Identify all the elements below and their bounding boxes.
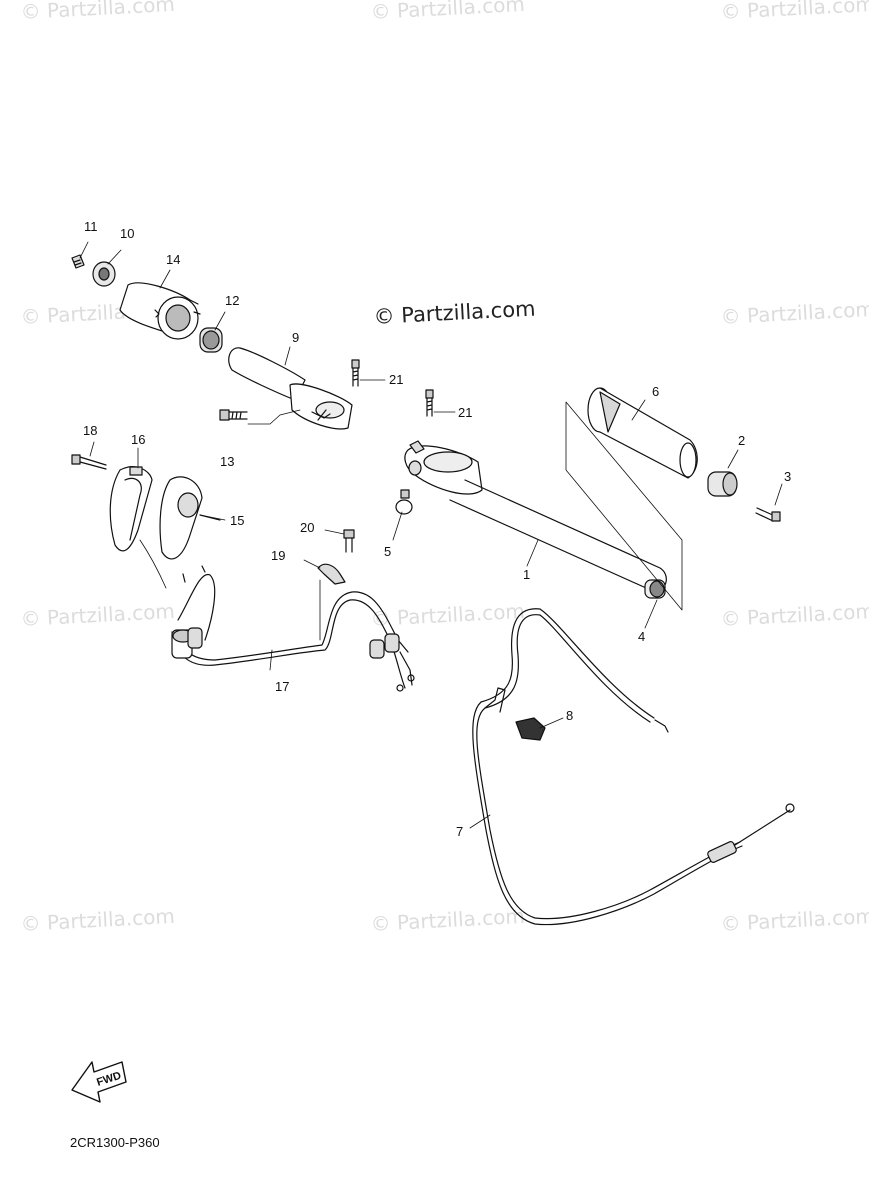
part-10-end-cap <box>92 261 116 287</box>
callout-3: 3 <box>784 469 792 484</box>
part-13-bolt <box>219 409 301 425</box>
part-11-bolt <box>71 254 85 269</box>
part-18-screw <box>71 454 107 470</box>
part-20-screw <box>343 529 355 553</box>
part-21-bolt-right <box>425 389 456 417</box>
callout-21-a: 21 <box>389 372 404 387</box>
part-2-bar-end-weight <box>707 471 738 497</box>
part-4-bar-end <box>644 579 666 599</box>
part-7-clutch-cable <box>472 608 795 926</box>
reference-box <box>565 401 683 611</box>
part-14-grip-housing <box>119 282 201 340</box>
callout-13: 13 <box>220 454 235 469</box>
callout-10: 10 <box>120 226 135 241</box>
callout-20: 20 <box>300 520 315 535</box>
part-15-switch-housing-lower <box>159 476 221 560</box>
part-3-screw <box>755 507 781 522</box>
part-5-bolt <box>395 489 413 515</box>
callout-1: 1 <box>523 567 531 582</box>
callout-16: 16 <box>131 432 146 447</box>
callout-15: 15 <box>230 513 245 528</box>
callout-6: 6 <box>652 384 660 399</box>
part-8-cable-holder <box>515 717 546 741</box>
leader-lines <box>79 241 783 829</box>
callout-18: 18 <box>83 423 98 438</box>
fwd-arrow-icon: FWD <box>71 1061 127 1103</box>
callout-4: 4 <box>638 629 646 644</box>
callout-2: 2 <box>738 433 746 448</box>
callout-12: 12 <box>225 293 240 308</box>
part-17-throttle-cable <box>171 565 415 692</box>
part-19-cable-clamp <box>317 563 346 585</box>
callout-14: 14 <box>166 252 181 267</box>
callout-7: 7 <box>456 824 464 839</box>
part-9-left-handlebar <box>228 347 353 430</box>
part-12-collar <box>199 327 223 353</box>
callout-21-b: 21 <box>458 405 473 420</box>
callout-19: 19 <box>271 548 286 563</box>
part-16-switch-housing-upper <box>109 466 153 552</box>
part-21-bolt-left <box>351 359 386 387</box>
callout-8: 8 <box>566 708 574 723</box>
diagram-code: 2CR1300-P360 <box>70 1135 160 1150</box>
callout-17: 17 <box>275 679 290 694</box>
callout-9: 9 <box>292 330 300 345</box>
part-6-grip <box>587 387 698 479</box>
callout-5: 5 <box>384 544 392 559</box>
callout-11: 11 <box>84 219 98 234</box>
part-1-right-handlebar <box>404 440 667 593</box>
